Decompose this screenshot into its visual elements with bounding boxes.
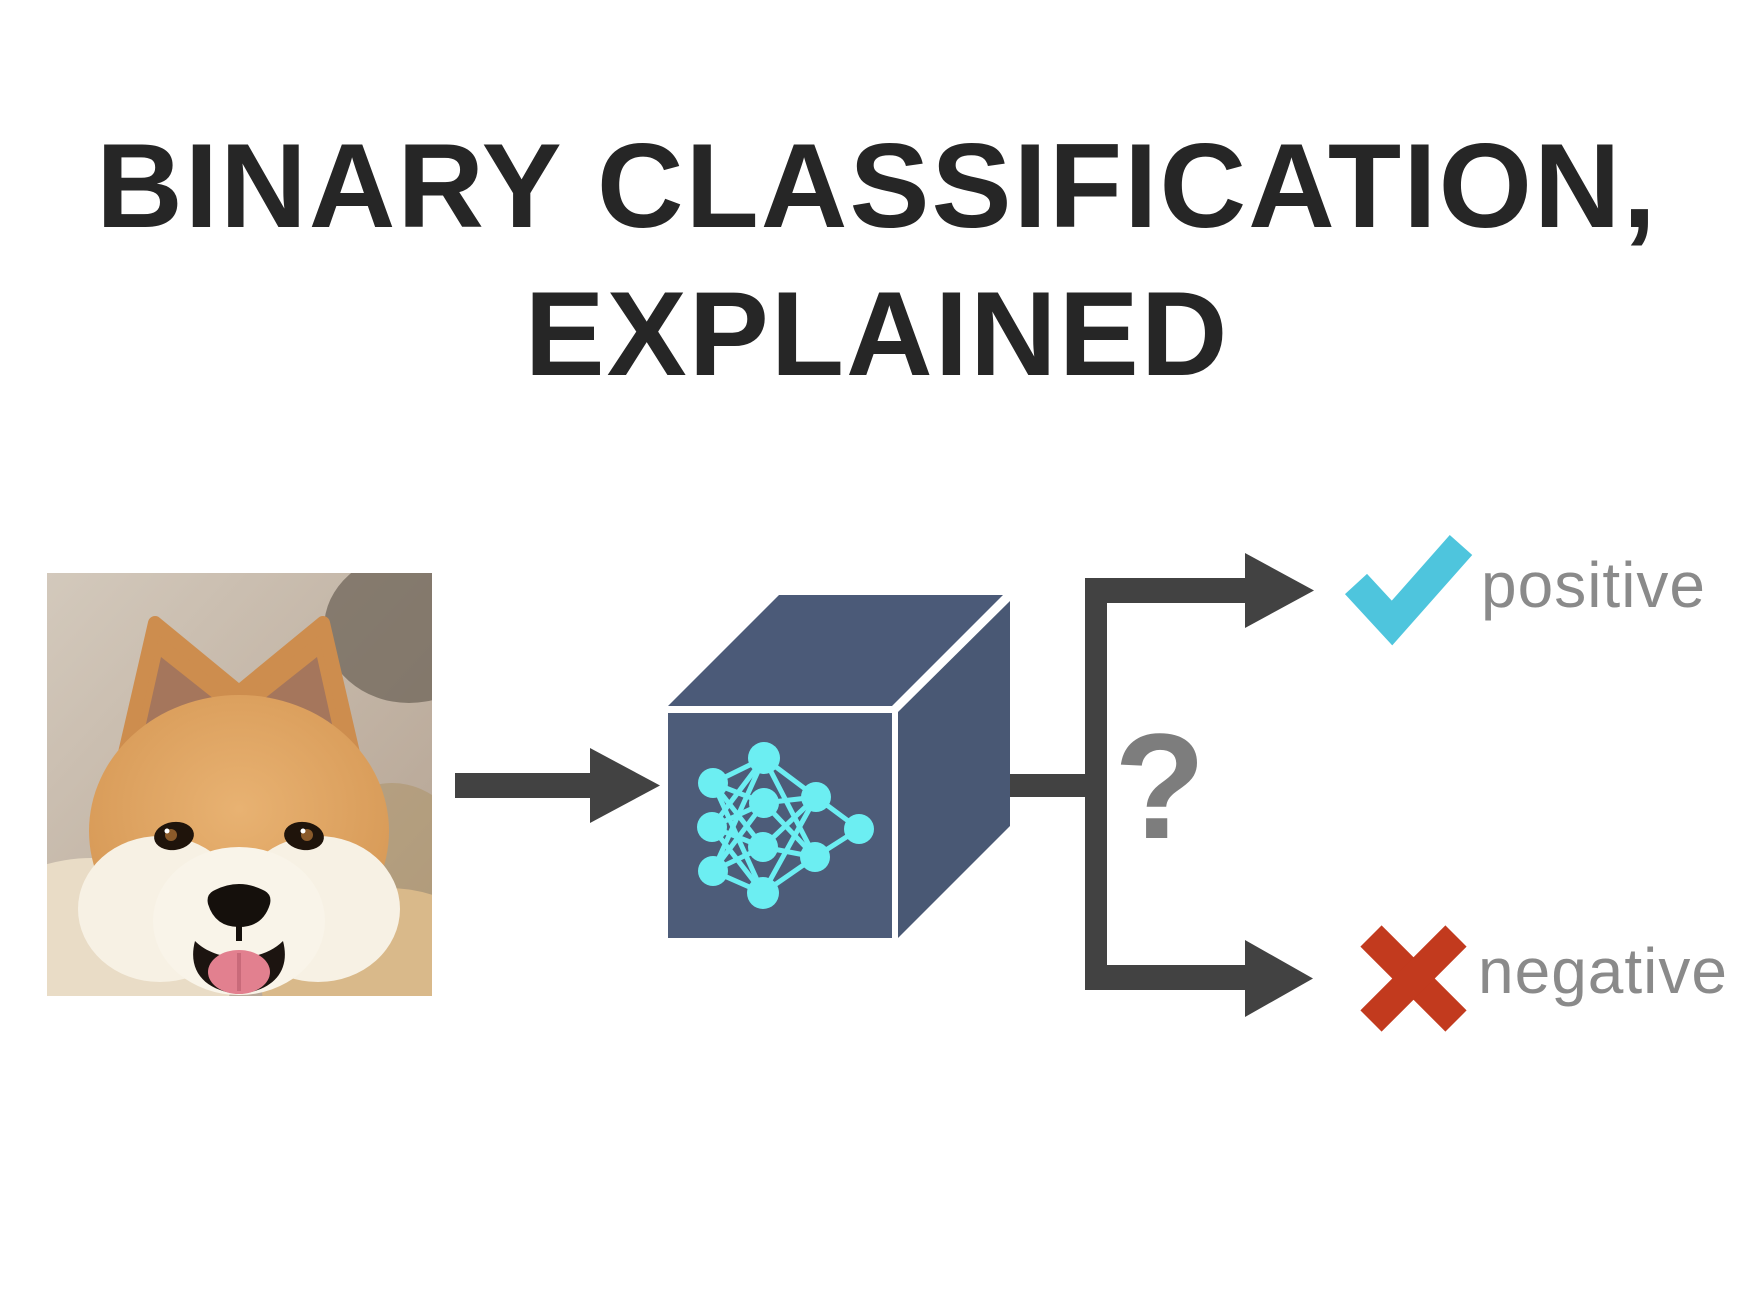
flow-connectors (455, 553, 1314, 1017)
positive-label: positive (1481, 549, 1706, 621)
dog-muzzle (78, 836, 400, 995)
negative-label: negative (1478, 935, 1728, 1007)
input-arrow-shaft (455, 773, 592, 798)
cube-right-face (898, 601, 1010, 938)
page-title: BINARY CLASSIFICATION, EXPLAINED (0, 112, 1754, 408)
background-blur-shape (324, 573, 432, 703)
title-line-1: BINARY CLASSIFICATION, (96, 119, 1658, 253)
dog-image (47, 573, 432, 996)
cross-icon (1360, 925, 1467, 1032)
negative-arrow-shaft (1085, 965, 1245, 990)
dog-nose-mouth (193, 884, 285, 994)
dog-eyes (154, 821, 324, 851)
input-arrow-head (590, 748, 660, 823)
neural-network-cube (668, 595, 1010, 938)
question-mark: ? (1114, 702, 1206, 870)
title-line-2: EXPLAINED (524, 267, 1230, 401)
branch-vertical-bar (1085, 578, 1107, 990)
checkmark-icon (1344, 535, 1473, 646)
cube-output-bar (1008, 774, 1087, 797)
cube-top-face (668, 595, 1003, 706)
positive-arrow-shaft (1085, 578, 1245, 603)
positive-arrow-head (1245, 553, 1314, 628)
network-nodes (697, 742, 874, 909)
negative-arrow-head (1245, 940, 1313, 1017)
